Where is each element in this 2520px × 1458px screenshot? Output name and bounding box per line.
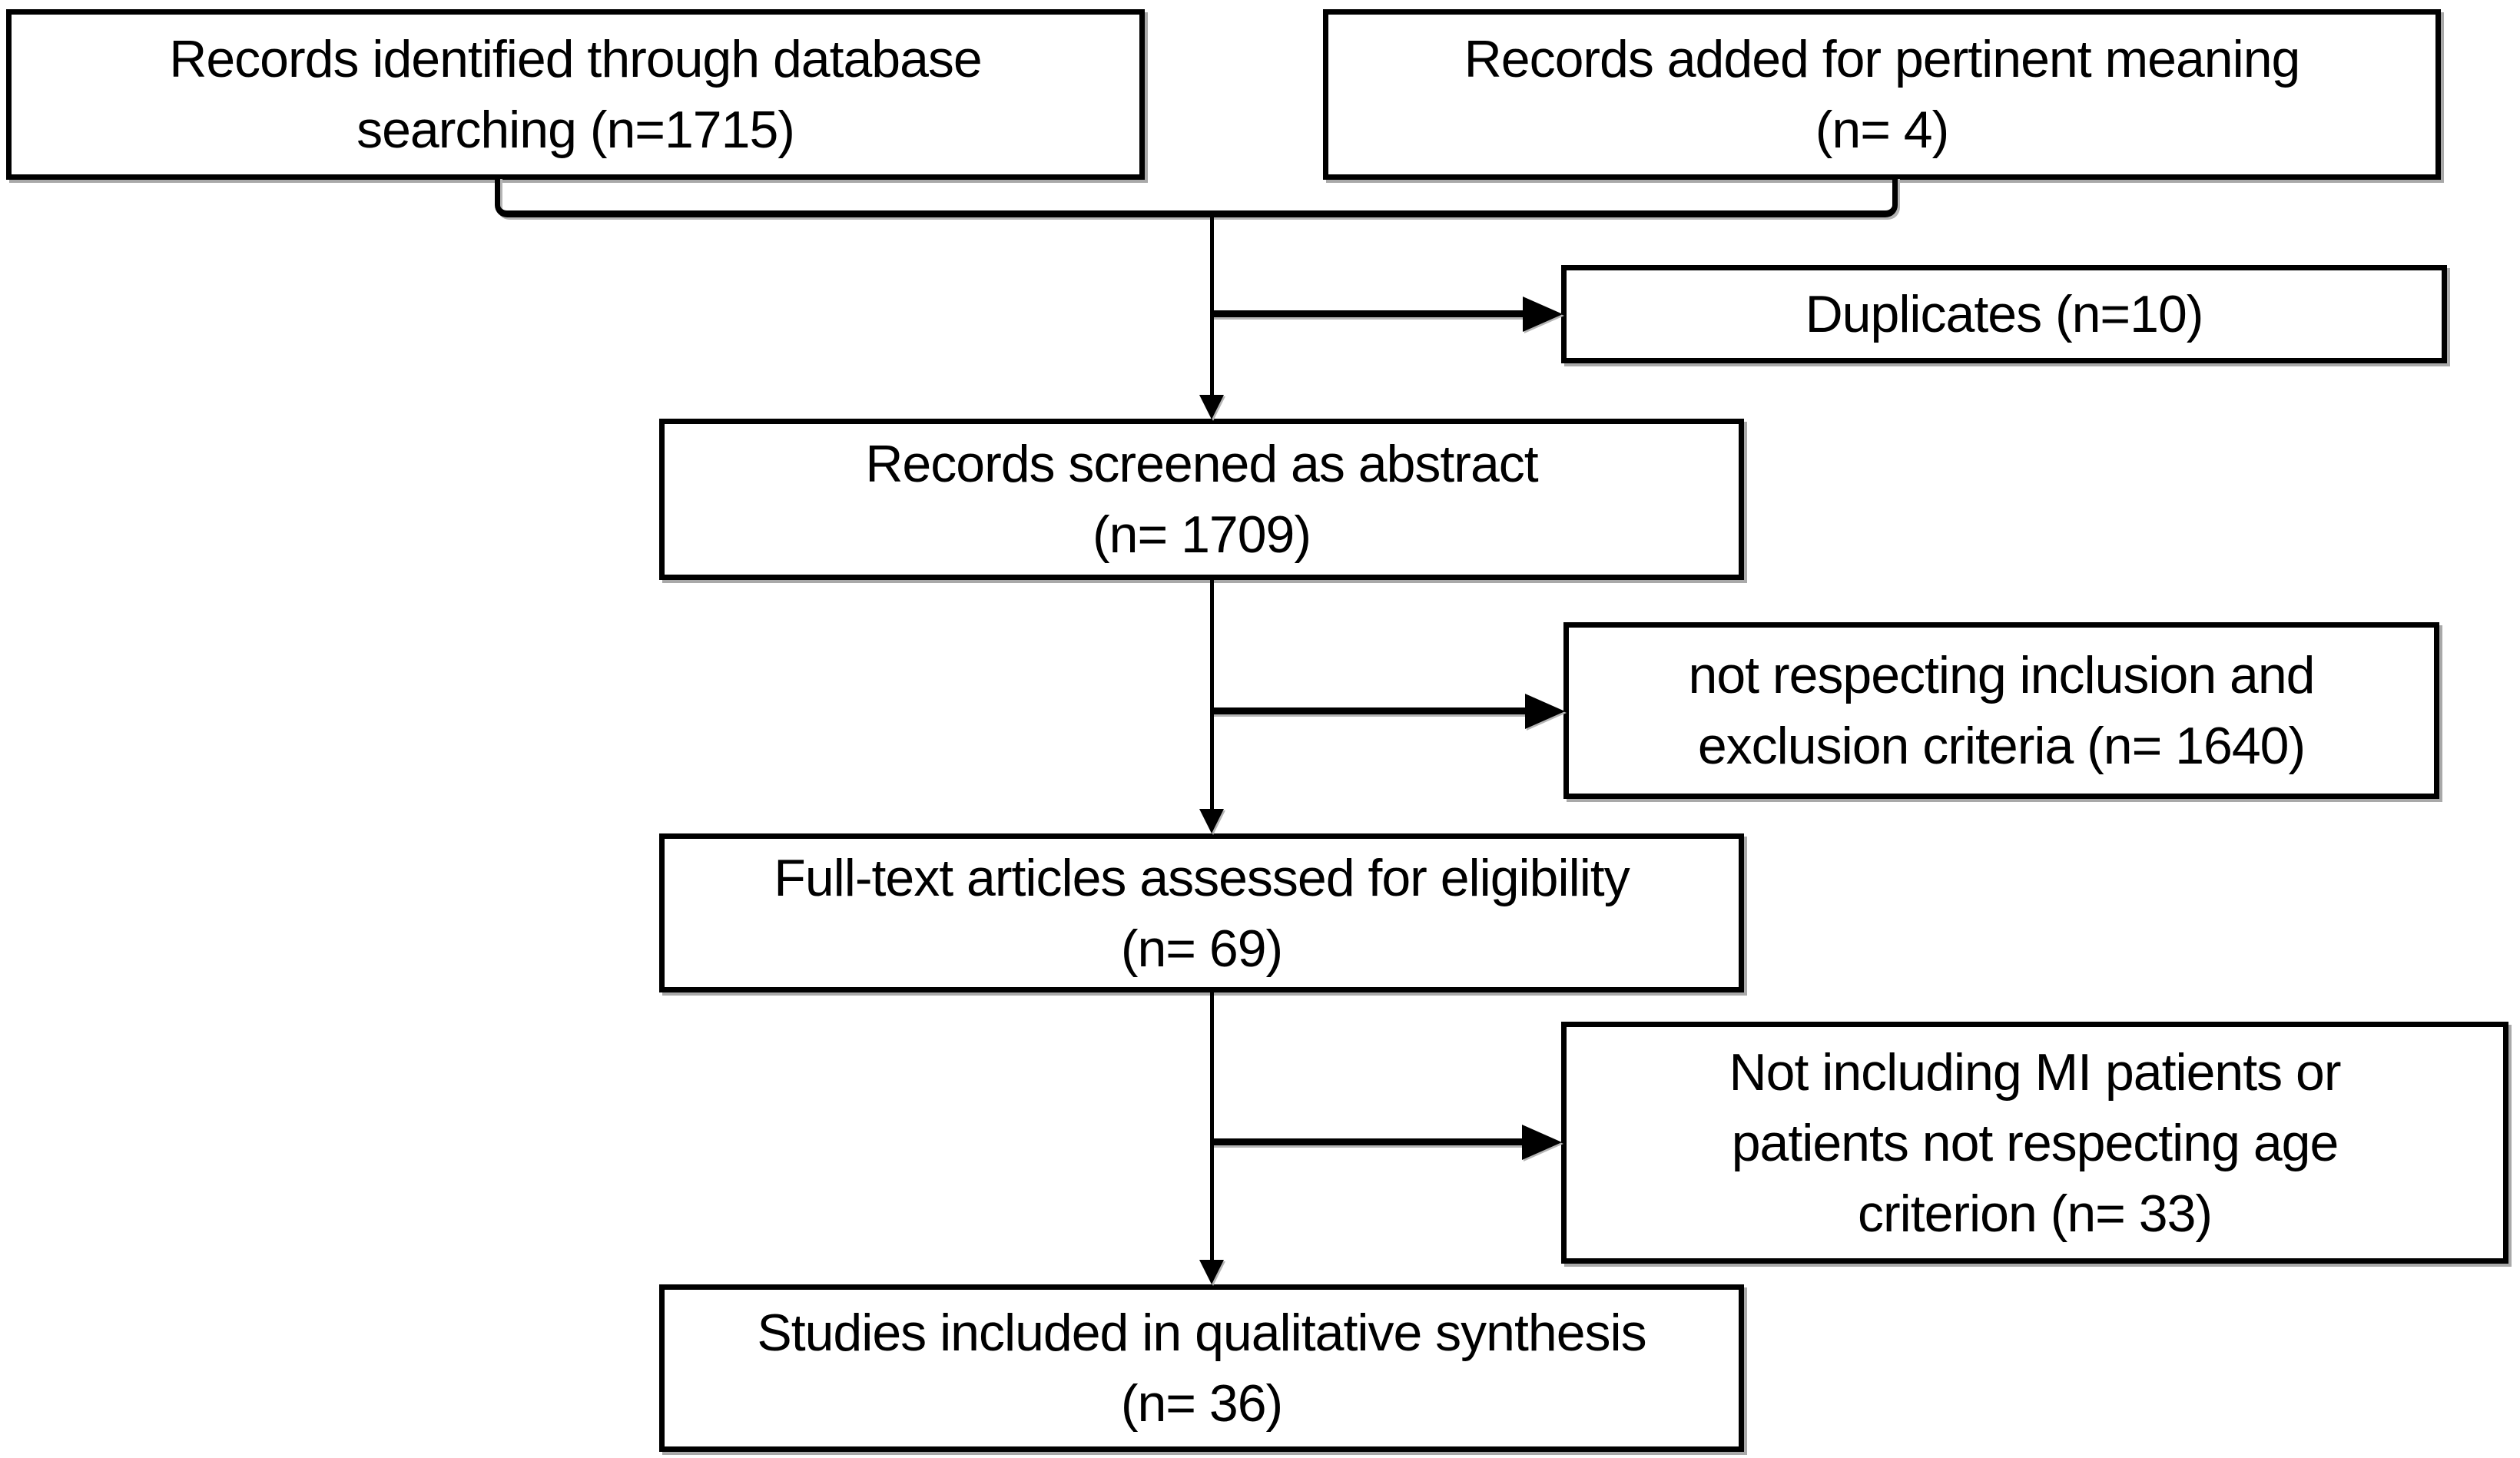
box-records-identified: Records identified through database sear…	[6, 9, 1145, 180]
box-records-added: Records added for pertinent meaning (n= …	[1323, 9, 2441, 180]
box-excluded-fulltext-line-1: Not including MI patients or	[1729, 1042, 2342, 1102]
box-excluded-fulltext-line-3: criterion (n= 33)	[1857, 1184, 2213, 1243]
box-fulltext-assessed-line-2: (n= 69)	[1120, 919, 1283, 978]
box-studies-included-line-2: (n= 36)	[1120, 1374, 1283, 1433]
box-duplicates: Duplicates (n=10)	[1561, 265, 2447, 363]
box-records-identified-line-1: Records identified through database	[169, 30, 983, 88]
box-records-screened-line-1: Records screened as abstract	[865, 435, 1538, 493]
arrow-line-to-excluded-screening	[1212, 707, 1525, 714]
merge-connector-bracket	[495, 177, 1898, 217]
box-duplicates-line-1: Duplicates (n=10)	[1805, 285, 2204, 343]
box-excluded-screening-line-1: not respecting inclusion and	[1688, 646, 2316, 704]
arrow-line-to-fulltext	[1210, 580, 1214, 809]
box-records-identified-line-2: searching (n=1715)	[356, 101, 795, 159]
box-excluded-screening: not respecting inclusion and exclusion c…	[1563, 622, 2439, 799]
box-excluded-screening-line-2: exclusion criteria (n= 1640)	[1697, 717, 2306, 775]
arrowhead-to-fulltext-icon	[1199, 809, 1224, 833]
box-excluded-fulltext-line-2: patients not respecting age	[1731, 1113, 2339, 1172]
arrowhead-to-screened-icon	[1199, 395, 1224, 419]
arrow-line-to-screened	[1210, 210, 1214, 395]
box-records-screened-line-2: (n= 1709)	[1093, 505, 1311, 564]
arrow-line-to-duplicates	[1212, 310, 1523, 317]
arrow-line-to-excluded-fulltext	[1212, 1138, 1522, 1145]
arrow-line-to-included	[1210, 992, 1214, 1260]
arrowhead-to-included-icon	[1199, 1260, 1224, 1284]
arrowhead-to-duplicates-icon	[1523, 297, 1563, 332]
box-records-screened: Records screened as abstract (n= 1709)	[659, 419, 1744, 580]
box-excluded-fulltext: Not including MI patients or patients no…	[1561, 1022, 2508, 1264]
box-records-added-line-1: Records added for pertinent meaning	[1464, 30, 2301, 88]
arrowhead-to-excluded-fulltext-icon	[1522, 1125, 1562, 1160]
box-fulltext-assessed-line-1: Full-text articles assessed for eligibil…	[774, 848, 1630, 907]
box-records-added-line-2: (n= 4)	[1815, 101, 1950, 159]
box-fulltext-assessed: Full-text articles assessed for eligibil…	[659, 833, 1744, 992]
arrowhead-to-excluded-screening-icon	[1525, 694, 1565, 729]
box-studies-included-line-1: Studies included in qualitative synthesi…	[757, 1304, 1646, 1362]
box-studies-included: Studies included in qualitative synthesi…	[659, 1284, 1744, 1452]
